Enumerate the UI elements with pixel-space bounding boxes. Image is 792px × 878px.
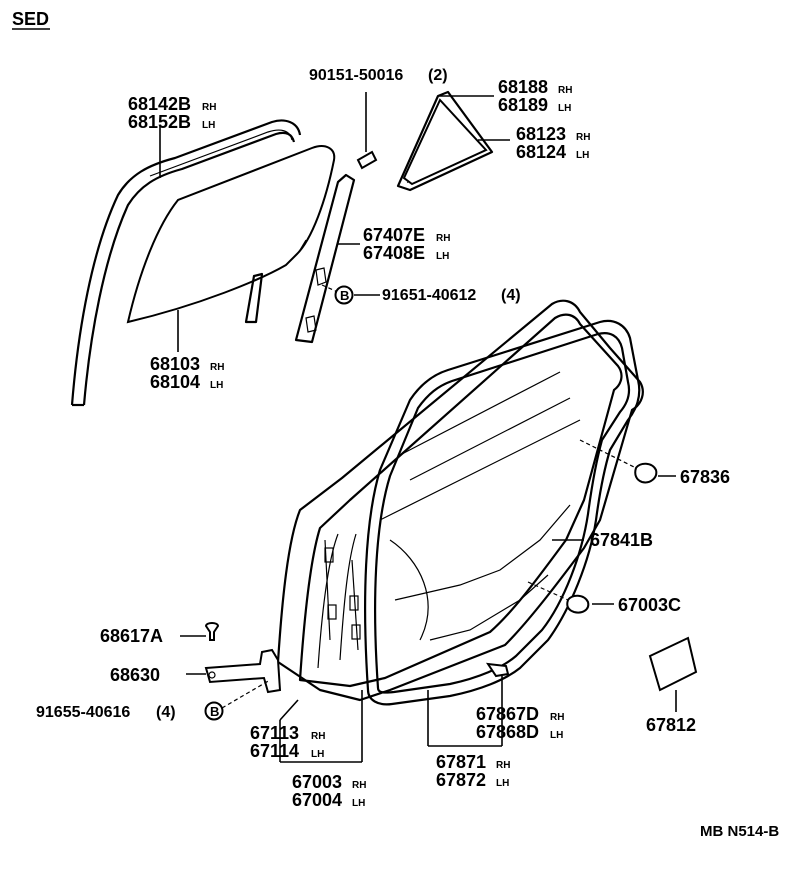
label-68123-part: 68123 [516, 124, 566, 144]
label-68142-side: RH [202, 102, 216, 113]
variant-header: SED [12, 9, 50, 30]
label-68617-part: 68617A [100, 626, 163, 646]
label-68152-side: LH [202, 120, 215, 131]
label-67867-side: RH [550, 712, 564, 723]
label-68104-side: LH [210, 380, 223, 391]
label-67113-side: RH [311, 731, 325, 742]
quarter-window-drawing [396, 90, 494, 192]
label-67004-part: 67004 [292, 790, 342, 810]
label-67872-side: LH [496, 778, 509, 789]
glass-run-channel-drawing [70, 119, 302, 407]
door-weatherstrip-drawing [364, 319, 641, 706]
label-67003c-part: 67003C [618, 595, 681, 615]
leader-lines [159, 95, 584, 763]
label-67408-side: LH [436, 251, 449, 262]
label-90151-qty: (2) [428, 67, 448, 84]
door-glass-drawing [126, 145, 336, 324]
label-67114-part: 67114 [250, 741, 299, 761]
bolt-67867-drawing [485, 662, 510, 704]
label-67868-side: LH [550, 730, 563, 741]
label-91651-part: 91651-40612 [382, 287, 476, 304]
plug-67836-drawing [579, 439, 676, 484]
part-labels: 90151-50016 (2) 68188 RH 68189 LH 68142B… [36, 67, 779, 840]
label-67868-part: 67868D [476, 722, 539, 742]
label-68142-part: 68142B [128, 94, 191, 114]
glass-channel-strip-drawing [244, 272, 264, 324]
label-68103-part: 68103 [150, 354, 200, 374]
diagram-code: MB N514-B [700, 823, 779, 840]
bolt-90151-drawing [356, 92, 378, 170]
label-90151-part: 90151-50016 [309, 67, 403, 84]
label-68124-side: LH [576, 150, 589, 161]
label-67003-part: 67003 [292, 772, 342, 792]
plug-67003c-drawing [527, 581, 614, 614]
label-67004-side: LH [352, 798, 365, 809]
label-67407-part: 67407E [363, 225, 425, 245]
label-67812-part: 67812 [646, 715, 696, 735]
label-91655-part: 91655-40616 [36, 704, 130, 721]
label-91651-qty: (4) [501, 287, 521, 304]
label-67871-part: 67871 [436, 752, 486, 772]
label-67872-part: 67872 [436, 770, 486, 790]
label-68152-part: 68152B [128, 112, 191, 132]
label-68123-side: RH [576, 132, 590, 143]
callout-b-letter-2: B [210, 704, 219, 719]
label-68630-part: 68630 [110, 665, 160, 685]
label-68188-part: 68188 [498, 77, 548, 97]
label-67867-part: 67867D [476, 704, 539, 724]
label-67841-part: 67841B [590, 530, 653, 550]
label-67113-part: 67113 [250, 723, 299, 743]
label-68104-part: 68104 [150, 372, 200, 392]
cover-67812-drawing [648, 636, 698, 712]
door-check-drawing [180, 622, 282, 709]
callout-b-letter: B [340, 288, 349, 303]
label-67407-side: RH [436, 233, 450, 244]
label-68189-side: LH [558, 103, 571, 114]
label-67003-side: RH [352, 780, 366, 791]
screw-91651-callout: B [321, 284, 380, 305]
label-68103-side: RH [210, 362, 224, 373]
label-67871-side: RH [496, 760, 510, 771]
label-68188-side: RH [558, 85, 572, 96]
label-67408-part: 67408E [363, 243, 425, 263]
division-bar-drawing [294, 173, 356, 344]
variant-label: SED [12, 9, 49, 29]
label-67114-side: LH [311, 749, 324, 760]
screw-91655-callout: B [204, 701, 224, 721]
door-shell-drawing [276, 299, 644, 702]
label-91655-qty: (4) [156, 704, 176, 721]
label-68189-part: 68189 [498, 95, 548, 115]
label-67836-part: 67836 [680, 467, 730, 487]
label-68124-part: 68124 [516, 142, 566, 162]
